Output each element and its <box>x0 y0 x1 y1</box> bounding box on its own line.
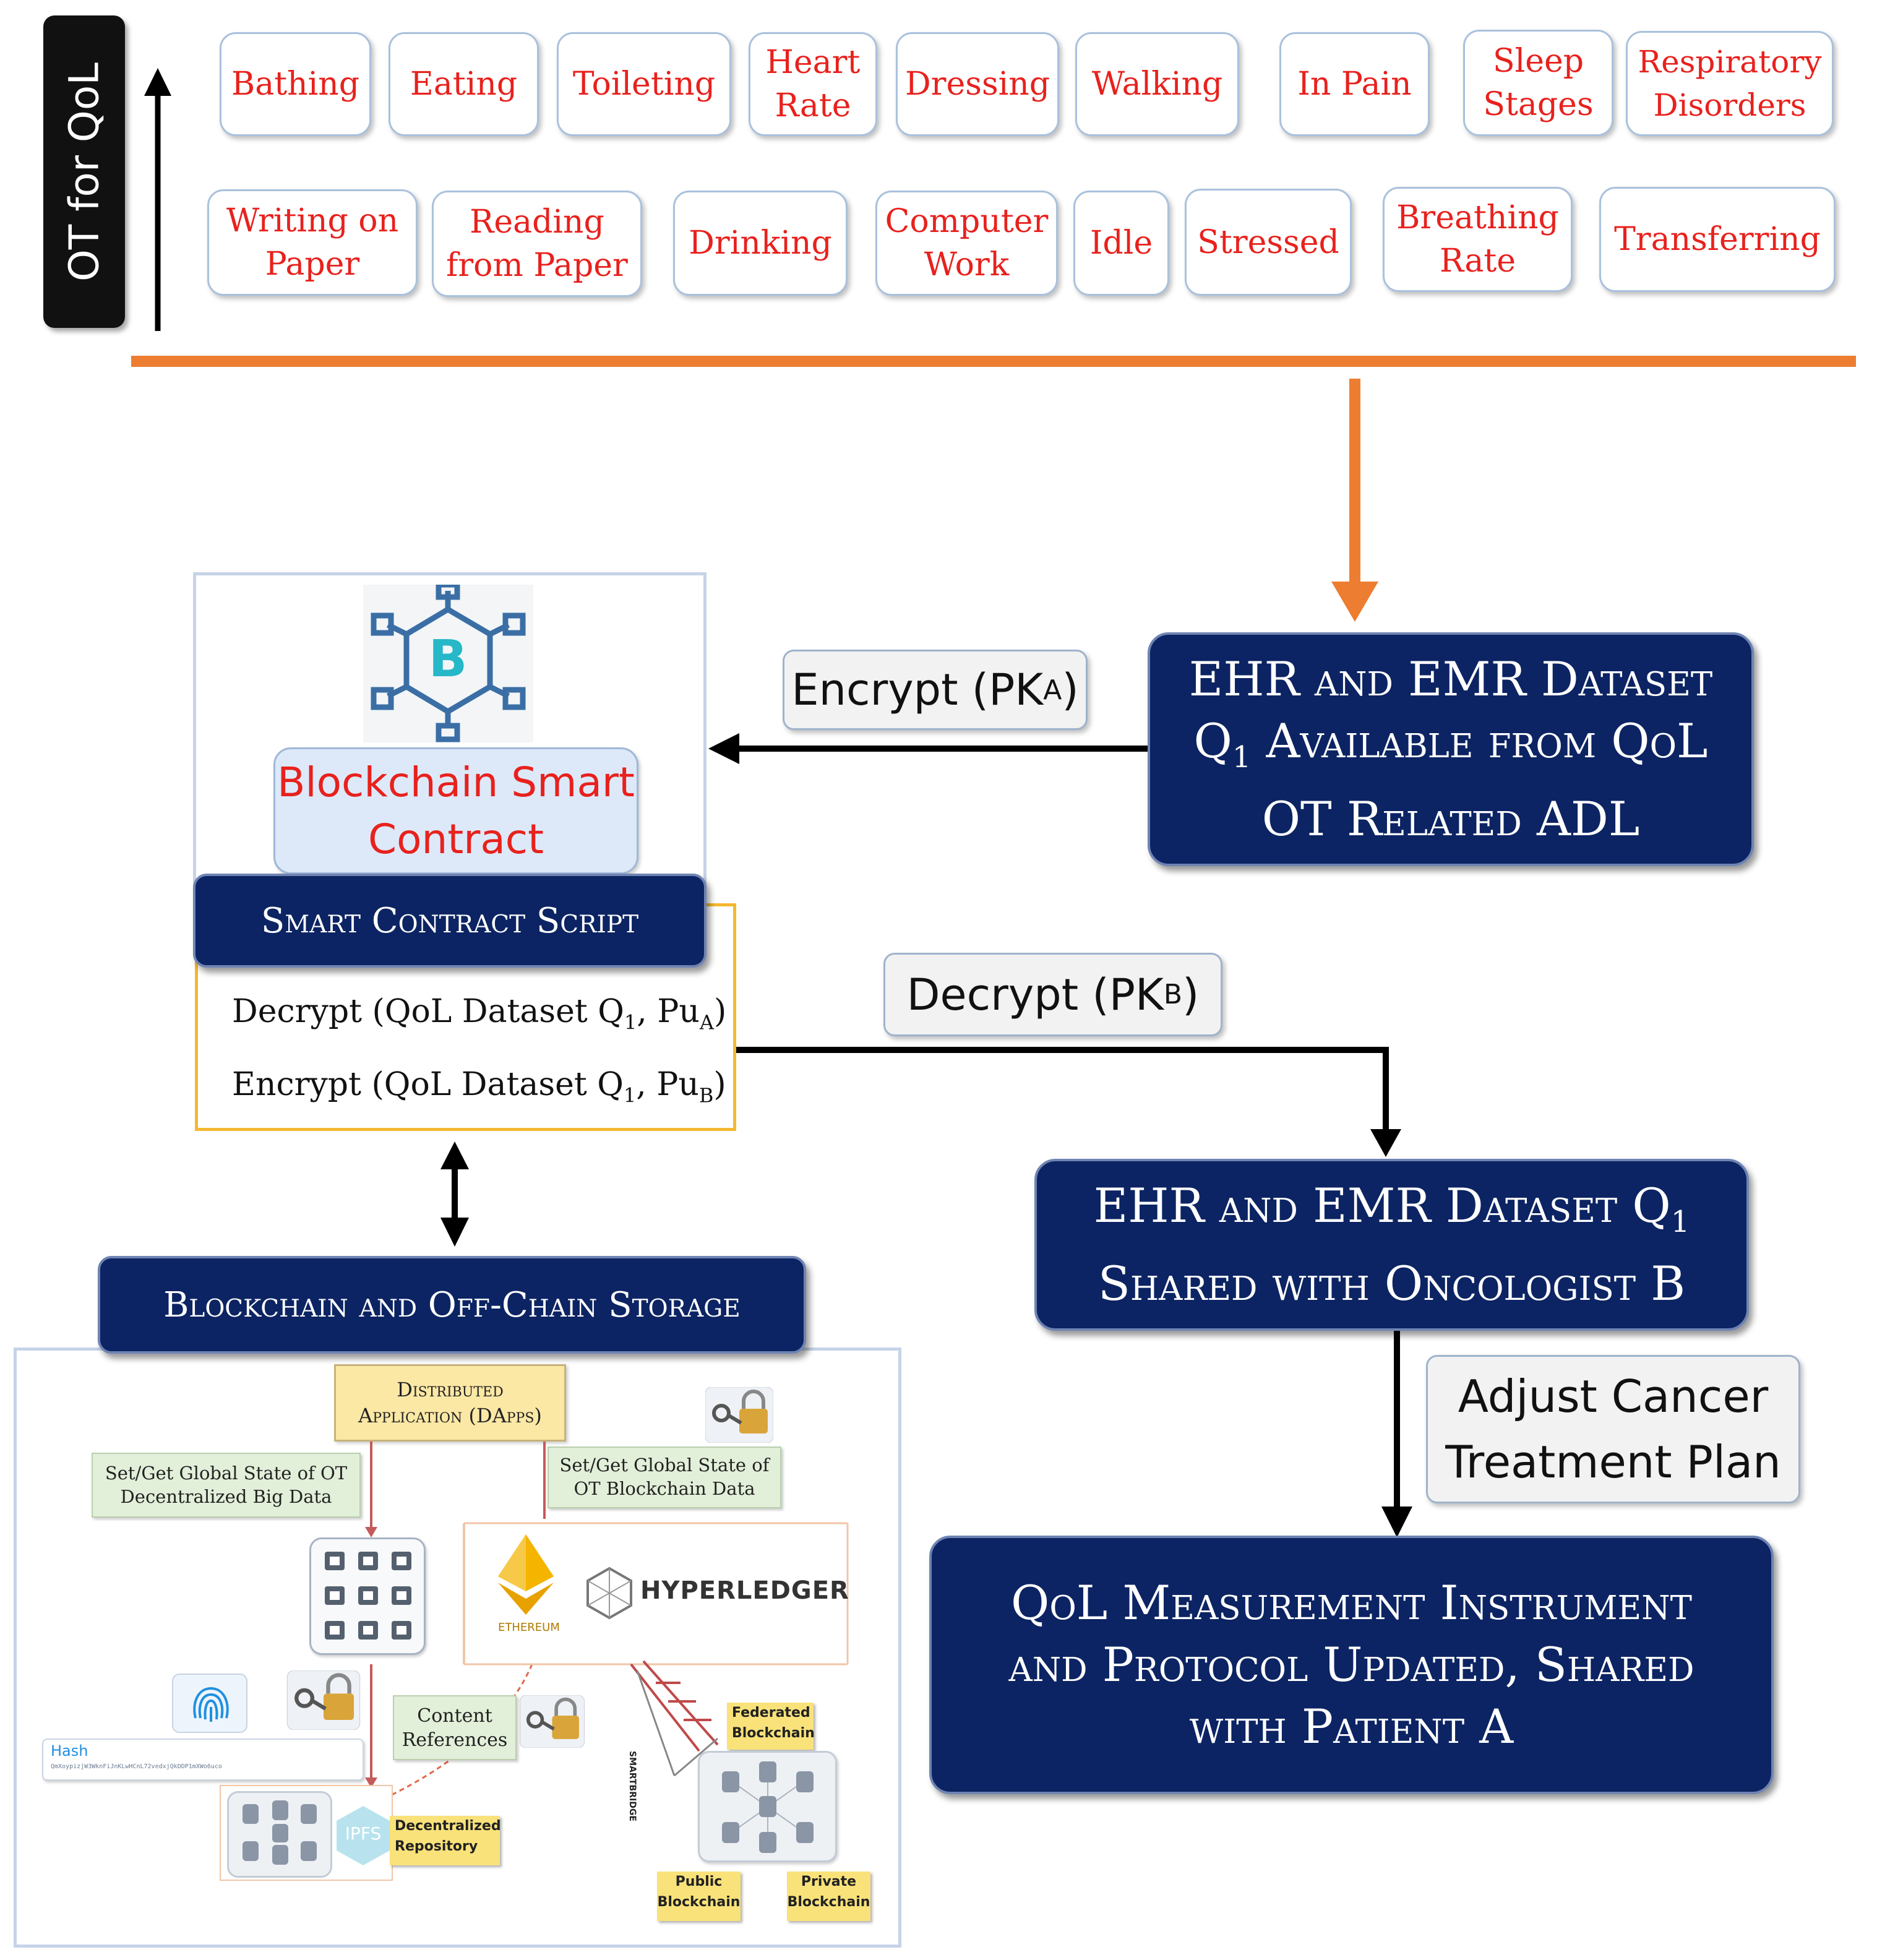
script-to-shared-arrow <box>733 1047 1389 1132</box>
ehr-available-box: EHR and EMR Dataset Q1 Available from Qo… <box>1148 632 1754 866</box>
adl-walking: Walking <box>1075 32 1239 136</box>
adl-toileting: Toileting <box>557 32 731 136</box>
adl-breathing-rate: Breathing Rate <box>1383 187 1573 292</box>
ehr-shared-line1: EHR and EMR Dataset Q1 <box>1093 1177 1690 1240</box>
ehr-to-contract-arrowhead <box>708 733 739 764</box>
script-decrypt-line: Decrypt (QoL Dataset Q1, PuA) <box>232 993 727 1034</box>
private-blockchain-label: Private Blockchain <box>787 1872 870 1921</box>
adl-transferring: Transferring <box>1599 187 1836 292</box>
ethereum-logo: ETHEREUM <box>498 1534 560 1640</box>
adjust-treatment-plan-label: Adjust Cancer Treatment Plan <box>1426 1355 1800 1503</box>
ipfs-text: IPFS <box>345 1823 382 1844</box>
script-to-shared-arrowhead <box>1370 1129 1401 1157</box>
hash-label: Hash <box>51 1742 88 1760</box>
shared-to-updated-arrowhead <box>1381 1507 1412 1537</box>
server-cluster-icon <box>227 1791 332 1878</box>
smart-contract-script-header: Smart Contract Script <box>193 874 707 968</box>
app-grid-icon <box>309 1537 426 1655</box>
lock-key-icon <box>705 1386 774 1443</box>
federated-blockchain-cluster-icon <box>698 1751 837 1862</box>
set-get-blockchain-data: Set/Get Global State of OT Blockchain Da… <box>548 1446 781 1508</box>
adl-idle: Idle <box>1073 191 1169 296</box>
hash-box: Hash QmXoypizjW3WknFiJnKLwHCnL72vedxjQkD… <box>42 1739 364 1781</box>
lock-key-icon-2 <box>286 1670 361 1730</box>
orange-arrowhead <box>1331 582 1378 622</box>
ipfs-repository: IPFS <box>220 1785 393 1881</box>
script-encrypt-line: Encrypt (QoL Dataset Q1, PuB) <box>232 1066 726 1107</box>
adl-heart-rate: Heart Rate <box>749 32 877 136</box>
storage-header: Blockchain and Off-Chain Storage <box>98 1256 806 1354</box>
ehr-available-line2: Q1 Available from QoL <box>1193 713 1708 775</box>
content-references-box: Content References <box>393 1695 517 1760</box>
adl-bathing: Bathing <box>220 32 371 136</box>
hash-value: QmXoypizjW3WknFiJnKLwHCnL72vedxjQkDDP1mX… <box>51 1763 222 1770</box>
adl-eating: Eating <box>389 32 539 136</box>
qol-up-arrowhead <box>144 68 171 96</box>
adl-computer-work: Computer Work <box>875 191 1058 296</box>
ehr-available-line3: OT Related ADL <box>1261 791 1640 847</box>
double-arrow-bottom <box>440 1218 469 1247</box>
public-blockchain-label: Public Blockchain <box>657 1872 741 1921</box>
ehr-shared-line2: Shared with Oncologist B <box>1097 1256 1686 1312</box>
fingerprint-icon <box>172 1674 247 1733</box>
blockchain-bitcoin-icon: B <box>363 582 533 742</box>
ot-for-qol-label: OT for QoL <box>43 15 125 328</box>
adl-drinking: Drinking <box>673 191 848 296</box>
svg-text:B: B <box>429 630 468 689</box>
ehr-shared-box: EHR and EMR Dataset Q1 Shared with Oncol… <box>1034 1159 1749 1331</box>
hyperledger-icon <box>582 1565 637 1621</box>
adl-in-pain: In Pain <box>1279 32 1430 136</box>
decentralized-repository-label: Decentralized Repository <box>390 1816 501 1865</box>
smartbridge-graphic: SMARTBRIDGE <box>625 1658 730 1821</box>
adl-respiratory-disorders: Respiratory Disorders <box>1626 31 1834 136</box>
lock-key-icon-3 <box>520 1695 585 1748</box>
smartbridge-text: SMARTBRIDGE <box>627 1751 637 1821</box>
hyperledger-text: HYPERLEDGER <box>640 1576 849 1605</box>
adl-dressing: Dressing <box>896 32 1059 136</box>
dapps-box: Distributed Application (DApps) <box>334 1364 566 1442</box>
ethereum-text: ETHEREUM <box>498 1621 560 1634</box>
qol-updated-box: QoL Measurement Instrument and Protocol … <box>929 1536 1774 1794</box>
adl-writing-on-paper: Writing on Paper <box>207 189 418 296</box>
adl-sleep-stages: Sleep Stages <box>1463 30 1613 136</box>
set-get-decentralized-big-data: Set/Get Global State of OT Decentralized… <box>92 1453 361 1518</box>
blockchain-smart-contract-title: Blockchain Smart Contract <box>273 747 638 874</box>
federated-blockchain-label: Federated Blockchain <box>727 1703 815 1750</box>
double-arrow-top <box>440 1141 469 1169</box>
smart-contract-panel: B Blockchain Smart Contract <box>193 572 707 919</box>
ehr-available-line1: EHR and EMR Dataset <box>1188 651 1713 707</box>
adl-reading-from-paper: Reading from Paper <box>432 191 642 297</box>
adl-stressed: Stressed <box>1185 189 1352 296</box>
ipfs-logo: IPFS <box>335 1805 391 1867</box>
